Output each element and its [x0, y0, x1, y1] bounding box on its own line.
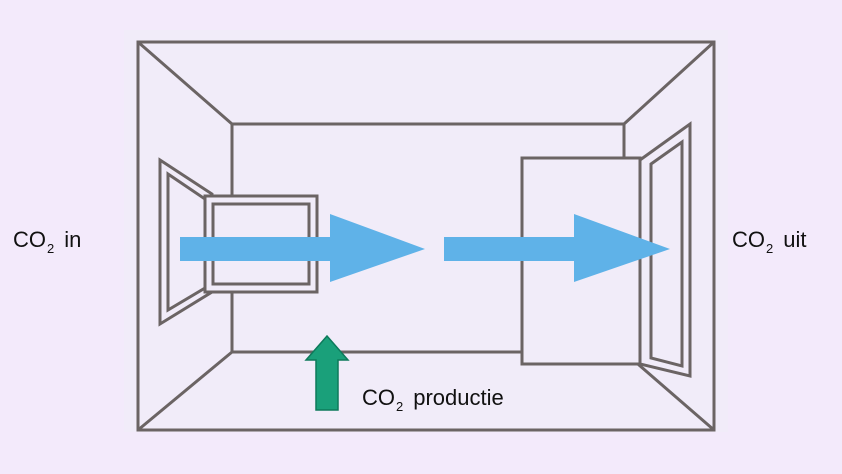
airflow-arrow-2-shaft: [444, 237, 576, 261]
airflow-arrow-2-head: [574, 214, 670, 282]
airflow: [180, 214, 670, 282]
airflow-arrow-1-shaft: [180, 237, 332, 261]
right-wall-door-opening: [649, 139, 684, 368]
production-arrow: [304, 334, 350, 411]
perspective-line-top-left: [137, 40, 233, 126]
perspective-line-top-right: [622, 40, 716, 126]
airflow-arrow-1-head: [330, 214, 425, 282]
room-outer-wall: [136, 40, 716, 432]
perspective-line-bottom-left: [137, 350, 233, 432]
